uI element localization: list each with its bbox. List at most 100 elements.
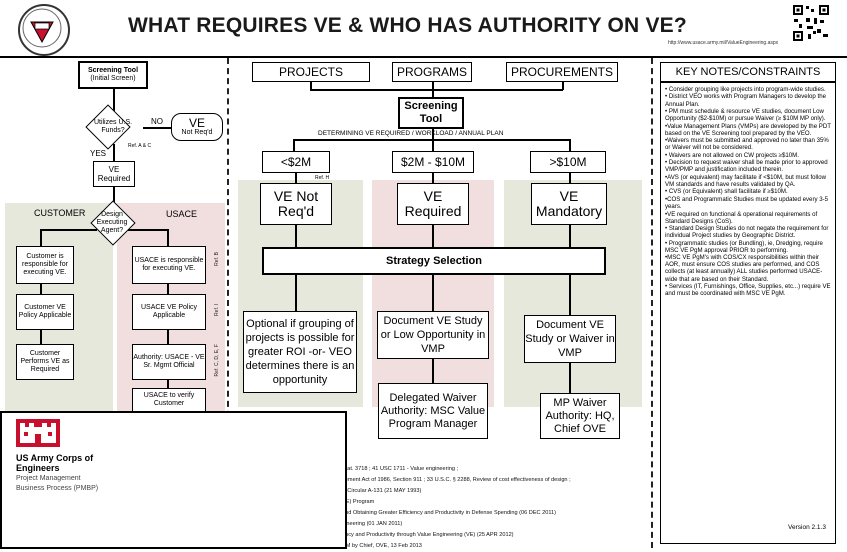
pmbp-overlay-card: US Army Corps of Engineers Project Manag…: [0, 411, 347, 549]
note-item: • Waivers are not allowed on CW projects…: [665, 151, 799, 159]
funds-question: Utilizes U.S. Funds?: [93, 119, 133, 134]
ref-ac: Ref. A & C: [128, 143, 152, 149]
ve-not-req-box-center: VE Not Req'd: [260, 183, 332, 225]
note-item: •VE required on functional & operational…: [665, 210, 818, 225]
connector: [432, 275, 434, 311]
connector: [432, 225, 434, 247]
connector: [167, 229, 169, 246]
reference-item: Stat. 3718 ; 41 USC 1711 - Value enginee…: [342, 466, 459, 472]
note-item: •Value Management Plans (VMPs) are devel…: [665, 122, 831, 137]
ve-not-req-box-left: VE Not Req'd: [171, 113, 223, 141]
customer-responsible-box: Customer is responsible for executing VE…: [16, 246, 74, 284]
delegated-waiver-box: Delegated Waiver Authority: MSC Value Pr…: [378, 383, 488, 439]
connector: [40, 229, 97, 231]
qr-code-icon: [792, 4, 830, 42]
usace-verify-box: USACE to verify Customer: [132, 388, 206, 412]
url-text: http://www.usace.army.mil/ValueEngineeri…: [668, 40, 779, 46]
note-item: • District VEO works with Program Manage…: [665, 93, 826, 108]
overlay-sub1: Project Management: [16, 475, 81, 482]
strategy-selection-box: Strategy Selection: [262, 247, 606, 275]
note-item: • Consider grouping like projects into p…: [665, 86, 826, 93]
ve-required-label: VE Required: [97, 165, 131, 183]
note-item: •COS and Programmatic Studies must be up…: [665, 195, 829, 211]
ve-required-box-left: VE Required: [93, 161, 135, 187]
note-item: •Waivers must be submitted and approved …: [665, 137, 829, 152]
no-label: NO: [151, 117, 163, 126]
usace-castle-logo-icon: [16, 419, 60, 447]
ve-required-center-label: VE Required: [404, 188, 462, 219]
connector: [293, 139, 295, 151]
screening-tool-center-label: Screening Tool: [404, 100, 458, 125]
reference-item: ency and Productivity through Value Engi…: [342, 532, 514, 538]
procurements-label: PROCUREMENTS: [510, 64, 613, 79]
reference-item: B Circular A-131 (21 MAY 1993): [342, 488, 422, 494]
connector: [569, 225, 571, 247]
ref-b: Ref. B: [214, 252, 220, 266]
mid-range-box: $2M - $10M: [392, 151, 474, 173]
reference-item: EM by Chief, OVE, 13 Feb 2013: [342, 543, 422, 549]
connector: [432, 129, 434, 139]
optional-text: Optional if grouping of projects is poss…: [245, 318, 355, 386]
reference-item: VE) Program: [342, 499, 375, 505]
note-item: •AVS (or equivalent) may facilitate if <…: [665, 173, 827, 188]
usace-resp-text: USACE is responsible for executing VE.: [134, 257, 204, 272]
connector: [167, 284, 169, 294]
usace-policy-text: USACE VE Policy Applicable: [140, 304, 198, 319]
mid-label: $2M - $10M: [400, 154, 466, 169]
gt10m-label: >$10M: [549, 154, 587, 169]
connector: [295, 225, 297, 247]
divider-right: [651, 58, 653, 548]
connector: [432, 139, 434, 151]
document-waiver-box: Document VE Study or Waiver in VMP: [524, 315, 616, 363]
notes-title-box: KEY NOTES/CONSTRAINTS: [660, 62, 836, 82]
connector: [562, 82, 564, 90]
ve-label: VE: [188, 116, 205, 130]
connector: [569, 363, 571, 393]
note-item: • CVS (or Equivalent) shall facilitate i…: [665, 188, 788, 196]
document-low-box: Document VE Study or Low Opportunity in …: [377, 311, 489, 359]
screening-tool-initial-box: Screening Tool (Initial Screen): [78, 61, 148, 89]
ref-cdef: Ref. C, D, E, F: [214, 344, 220, 377]
projects-label: PROJECTS: [278, 64, 343, 79]
connector: [40, 284, 42, 294]
page-title: WHAT REQUIRES VE & WHO HAS AUTHORITY ON …: [128, 14, 687, 37]
reference-item: gineering (01 JAN 2011): [342, 521, 403, 527]
document-waiver-text: Document VE Study or Waiver in VMP: [525, 319, 615, 359]
cust-performs-text: Customer Performs VE as Required: [20, 350, 70, 373]
usace-label: USACE: [166, 209, 198, 219]
connector: [113, 144, 115, 162]
notes-title: KEY NOTES/CONSTRAINTS: [675, 66, 821, 78]
gt10m-box: >$10M: [530, 151, 606, 173]
references-list: Stat. 3718 ; 41 USC 1711 - Value enginee…: [342, 464, 571, 552]
connector: [167, 330, 169, 344]
connector: [569, 173, 571, 183]
connector: [295, 275, 297, 311]
connector: [40, 330, 42, 344]
customer-performs-box: Customer Performs VE as Required: [16, 344, 74, 380]
ve-mandatory-box: VE Mandatory: [531, 183, 607, 225]
customer-label: CUSTOMER: [34, 208, 86, 218]
header: WHAT REQUIRES VE & WHO HAS AUTHORITY ON …: [0, 0, 847, 58]
screening-tool-label: Screening Tool: [87, 67, 139, 74]
note-item: • PM must schedule & resource VE studies…: [665, 108, 826, 123]
connector: [432, 359, 434, 383]
programs-box: PROGRAMS: [392, 62, 472, 82]
lt2m-box: <$2M: [262, 151, 330, 173]
cust-resp-text: Customer is responsible for executing VE…: [22, 253, 68, 276]
castle-emblem-icon: [18, 4, 70, 56]
connector: [569, 275, 571, 315]
delegated-text: Delegated Waiver Authority: MSC Value Pr…: [380, 391, 486, 430]
connector: [167, 380, 169, 388]
authority-box: Authority: USACE - VE Sr. Mgmt Official: [132, 344, 206, 380]
connector: [113, 187, 115, 205]
connector: [143, 127, 173, 129]
design-agent-question: Design Executing Agent?: [96, 211, 128, 234]
cust-policy-text: Customer VE Policy Applicable: [18, 304, 72, 319]
notes-panel: • Consider grouping like projects into p…: [660, 82, 836, 544]
connector: [40, 229, 42, 247]
yes-label: YES: [90, 149, 107, 158]
ve-required-box-center: VE Required: [397, 183, 469, 225]
projects-box: PROJECTS: [252, 62, 370, 82]
authority-text: Authority: USACE - VE Sr. Mgmt Official: [133, 354, 205, 369]
connector: [293, 139, 570, 141]
